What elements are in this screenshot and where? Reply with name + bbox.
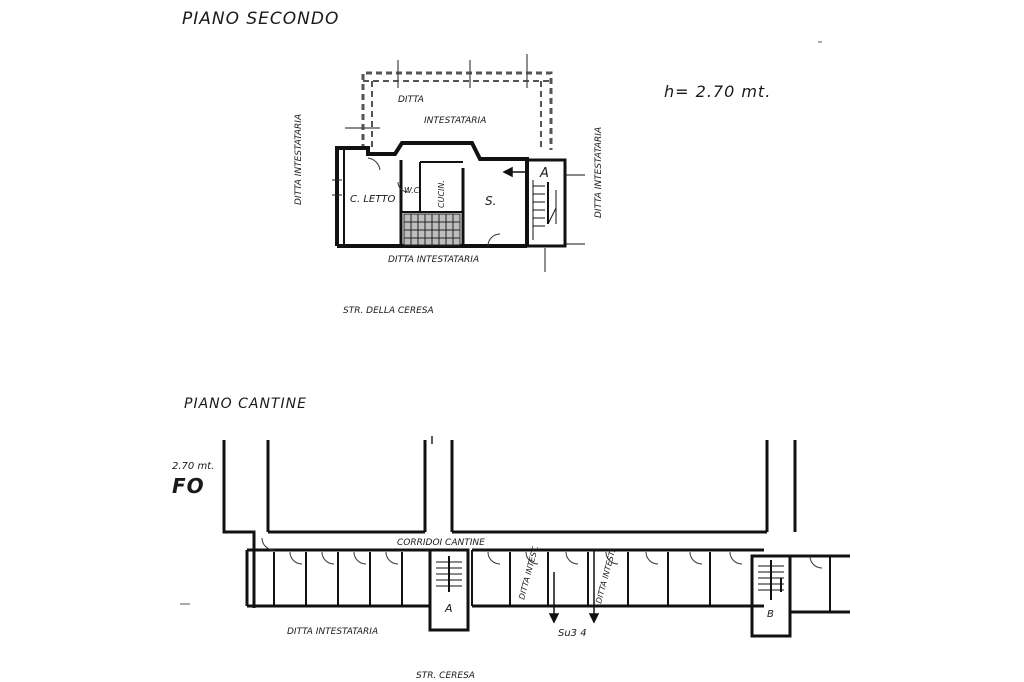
cellar-stair-a [428,548,470,632]
cellar-street-label: STR. CERESA [416,671,475,681]
room-kitchen-label: CUCIN. [437,180,446,208]
neighbour-outline [361,71,553,150]
upper-height-note: h= 2.70 mt. [664,82,771,101]
upper-stair [525,158,585,248]
balcony-grid [403,213,461,246]
lower-floor-title: PIANO CANTINE [184,396,307,412]
corridor-label: CORRIDOI CANTINE [397,538,485,548]
window-marks [332,179,546,272]
stray-marks [180,41,822,605]
upper-ditta-bottom: DITTA INTESTATARIA [388,255,479,265]
cellar-ditta-intest-1: DITTA INTEST. [517,545,540,601]
neighbour-ticks [345,54,528,129]
door-swings [367,157,501,247]
cellar-ditta-bottom: DITTA INTESTATARIA [287,627,378,637]
upper-ditta-right: DITTA INTESTATARIA [594,127,604,218]
room-living-label: S. [485,194,496,208]
cellar-stair-b-label: B [767,609,775,620]
apartment-walls [335,141,529,248]
room-bedroom-label: C. LETTO [350,194,395,205]
cellar-stair-b [750,554,792,638]
cellar-ditta-intest-2: DITTA INTEST. [594,549,617,605]
lower-height-note-cut: 2.70 mt. [172,461,214,472]
upper-floor-title: PIANO SECONDO [182,9,339,29]
entry-arrow [502,166,528,178]
cellar-row [245,548,850,614]
cellar-door-arcs [261,537,823,569]
upper-street-label: STR. DELLA CERESA [343,306,434,316]
lower-fo-cut: FO [172,474,205,498]
section-arrows [548,550,600,624]
cellar-stair-a-label: A [444,602,454,615]
upper-ditta-top-line2: INTESTATARIA [424,116,486,126]
lower-structure [222,440,797,608]
upper-ditta-top-line1: DITTA [398,95,424,105]
upper-stair-label: A [539,166,550,181]
room-wc-label: W.C. [404,186,422,195]
cellar-unit-ref: Su3 4 [558,628,587,639]
upper-ditta-left: DITTA INTESTATARIA [294,114,304,205]
